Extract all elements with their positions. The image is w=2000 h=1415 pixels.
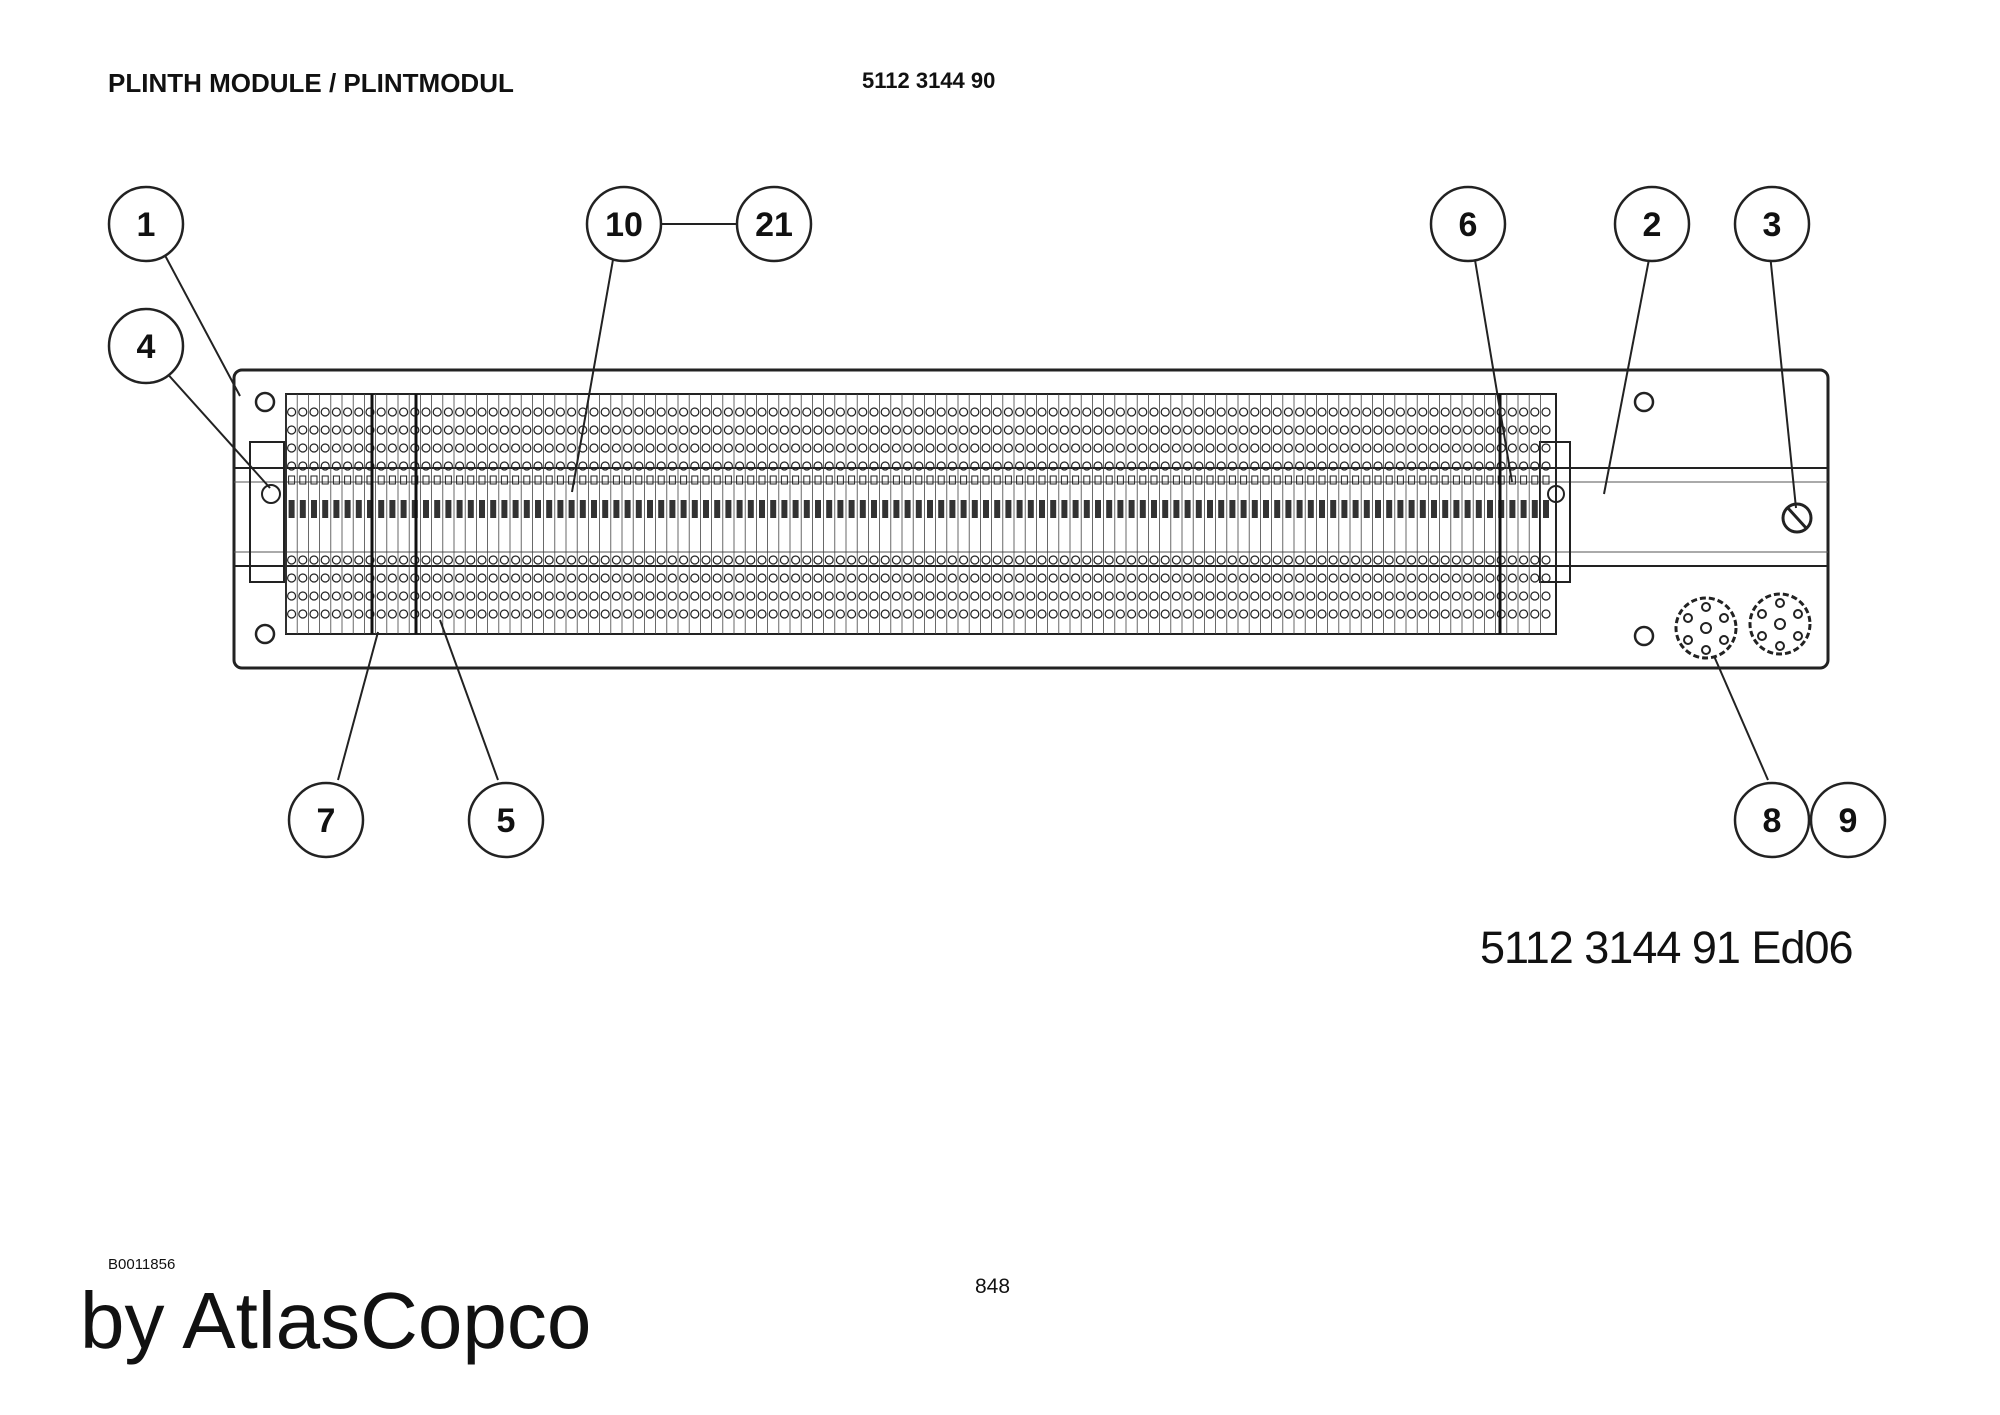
callout-21-balloon: [735, 185, 813, 263]
callout-balloons: [107, 185, 1887, 859]
callout-5-balloon: [467, 781, 545, 859]
end-bracket-left: [249, 441, 285, 583]
callout-10-balloon: [585, 185, 663, 263]
drawing-number: 5112 3144 91 Ed06: [1480, 922, 1854, 973]
callout-8: 8: [1763, 802, 1782, 840]
mounting-hole: [1633, 391, 1655, 413]
leader-lines: [159, 223, 1797, 781]
watermark: by AtlasCopco: [80, 1276, 592, 1365]
terminal-block-strip: [285, 393, 1557, 635]
part-number: 5112 3144 90: [862, 68, 996, 93]
plinth-plate: [232, 368, 1830, 670]
mounting-hole: [254, 391, 276, 413]
connector-socket-9: [1748, 592, 1812, 656]
callout-3-balloon: [1733, 185, 1811, 263]
callout-8-balloon: [1733, 781, 1811, 859]
callout-3: 3: [1763, 206, 1782, 244]
callout-10: 10: [605, 206, 643, 244]
page-title: PLINTH MODULE / PLINTMODUL: [108, 68, 514, 98]
earth-screw: [1781, 502, 1813, 534]
callout-2: 2: [1643, 206, 1662, 244]
callout-21: 21: [755, 206, 793, 244]
callout-9: 9: [1839, 802, 1858, 840]
callout-9-balloon: [1809, 781, 1887, 859]
callout-6: 6: [1459, 206, 1478, 244]
callout-1: 1: [137, 206, 156, 244]
page-number: 848: [975, 1275, 1011, 1298]
callout-2-balloon: [1613, 185, 1691, 263]
image-id: B0011856: [108, 1256, 176, 1273]
callout-4-balloon: [107, 307, 185, 385]
callout-6-balloon: [1429, 185, 1507, 263]
callout-4: 4: [137, 328, 156, 366]
callout-7-balloon: [287, 781, 365, 859]
mounting-hole: [254, 623, 276, 645]
callout-1-balloon: [107, 185, 185, 263]
callout-7: 7: [317, 802, 336, 840]
connector-socket-8: [1674, 596, 1738, 660]
mounting-hole: [1633, 625, 1655, 647]
callout-5: 5: [497, 802, 516, 840]
